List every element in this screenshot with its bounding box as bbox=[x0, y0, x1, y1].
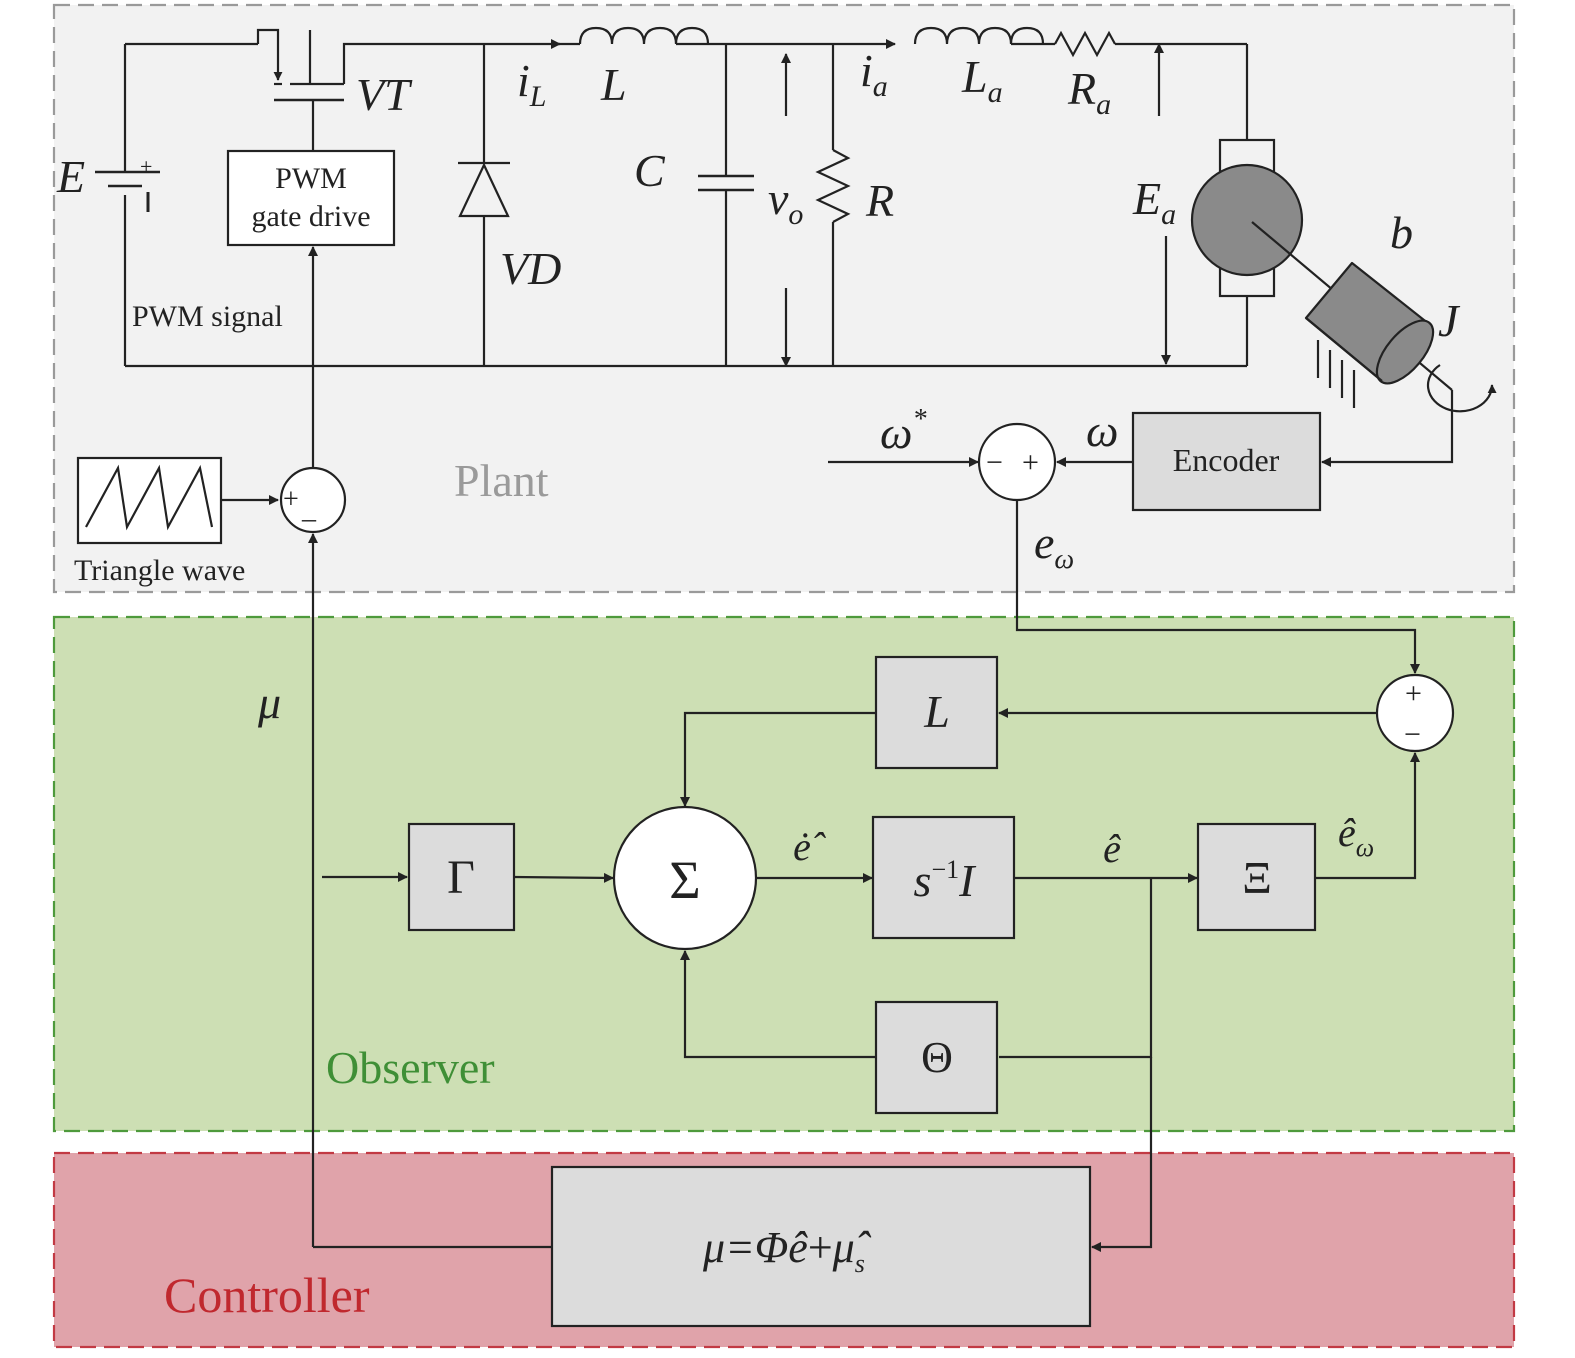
observer-gain-label: L bbox=[923, 686, 950, 737]
armature-current-label: ia bbox=[860, 45, 888, 103]
observer-label: Observer bbox=[326, 1042, 495, 1093]
inertia-label: J bbox=[1438, 295, 1461, 346]
observer-plus-sign: + bbox=[1405, 677, 1422, 710]
armature-resistance-label: Ra bbox=[1067, 63, 1111, 121]
load-inertia-icon bbox=[1304, 261, 1435, 408]
armature-inductance-label: La bbox=[961, 51, 1003, 109]
speed-label: ω bbox=[1086, 405, 1118, 456]
sigma-label: Σ bbox=[669, 850, 700, 910]
source-label: E bbox=[56, 151, 85, 202]
resistor-label: R bbox=[865, 175, 894, 226]
theta-block bbox=[874, 1000, 999, 1115]
triangle-wave-label: Triangle wave bbox=[74, 554, 245, 587]
controller: μ=Φê+μ̂s bbox=[313, 1057, 1153, 1328]
control-law-block bbox=[550, 1165, 1092, 1328]
e-hat-label: ê bbox=[1103, 826, 1121, 871]
speed-error-label: eω bbox=[1034, 517, 1074, 575]
speed-plus-sign: + bbox=[1022, 446, 1039, 479]
inductor-current-label: iL bbox=[517, 55, 546, 113]
inductor-label: L bbox=[600, 59, 627, 110]
gate-drive-line1: PWM bbox=[275, 162, 347, 195]
battery-plus: + bbox=[140, 154, 152, 179]
pwm-plus-sign: + bbox=[283, 484, 299, 515]
speed-ref-label: ω* bbox=[880, 404, 926, 458]
plant-label: Plant bbox=[454, 455, 549, 506]
pwm-sum-junction bbox=[279, 466, 347, 534]
back-emf-label: Ea bbox=[1132, 173, 1176, 231]
motor-icon bbox=[1190, 163, 1304, 277]
capacitor-label: C bbox=[634, 145, 666, 196]
pwm-minus-sign: _ bbox=[301, 494, 317, 525]
speed-minus-sign: − bbox=[986, 446, 1003, 479]
output-voltage-label: vo bbox=[768, 173, 803, 231]
speed-loop: ω* − + ω Encoder eω bbox=[828, 390, 1454, 674]
mu-label: μ bbox=[257, 677, 281, 728]
observer-gain-block bbox=[874, 655, 999, 770]
gamma-block bbox=[407, 822, 516, 932]
integrator-label: s−1I bbox=[914, 855, 978, 906]
xi-label: Ξ bbox=[1242, 852, 1272, 903]
encoder-block bbox=[1131, 411, 1322, 512]
pwm-gate-drive-block bbox=[226, 149, 396, 247]
friction-label: b bbox=[1390, 207, 1413, 258]
theta-label: Θ bbox=[921, 1033, 953, 1082]
control-law-label: μ=Φê+μ̂s bbox=[702, 1223, 872, 1278]
e-hat-omega-label: êω bbox=[1338, 810, 1374, 862]
observer-minus-sign: − bbox=[1404, 718, 1421, 751]
integrator-block bbox=[871, 815, 1016, 940]
pwm-signal-label: PWM signal bbox=[132, 300, 283, 333]
diode-label: VD bbox=[500, 243, 561, 294]
gate-drive-line2: gate drive bbox=[251, 200, 370, 233]
controller-label: Controller bbox=[164, 1267, 370, 1323]
xi-block bbox=[1196, 822, 1317, 932]
gamma-label: Γ bbox=[447, 851, 475, 904]
buck-converter: + VT E PWM gate drive PWM signal VD iL bbox=[56, 26, 1497, 482]
rotation-arrow-icon bbox=[1426, 364, 1497, 413]
pwm-comparator: Triangle wave + _ bbox=[74, 456, 347, 587]
switch-label: VT bbox=[356, 69, 413, 120]
triangle-wave-icon bbox=[85, 464, 214, 531]
encoder-label: Encoder bbox=[1173, 442, 1280, 478]
